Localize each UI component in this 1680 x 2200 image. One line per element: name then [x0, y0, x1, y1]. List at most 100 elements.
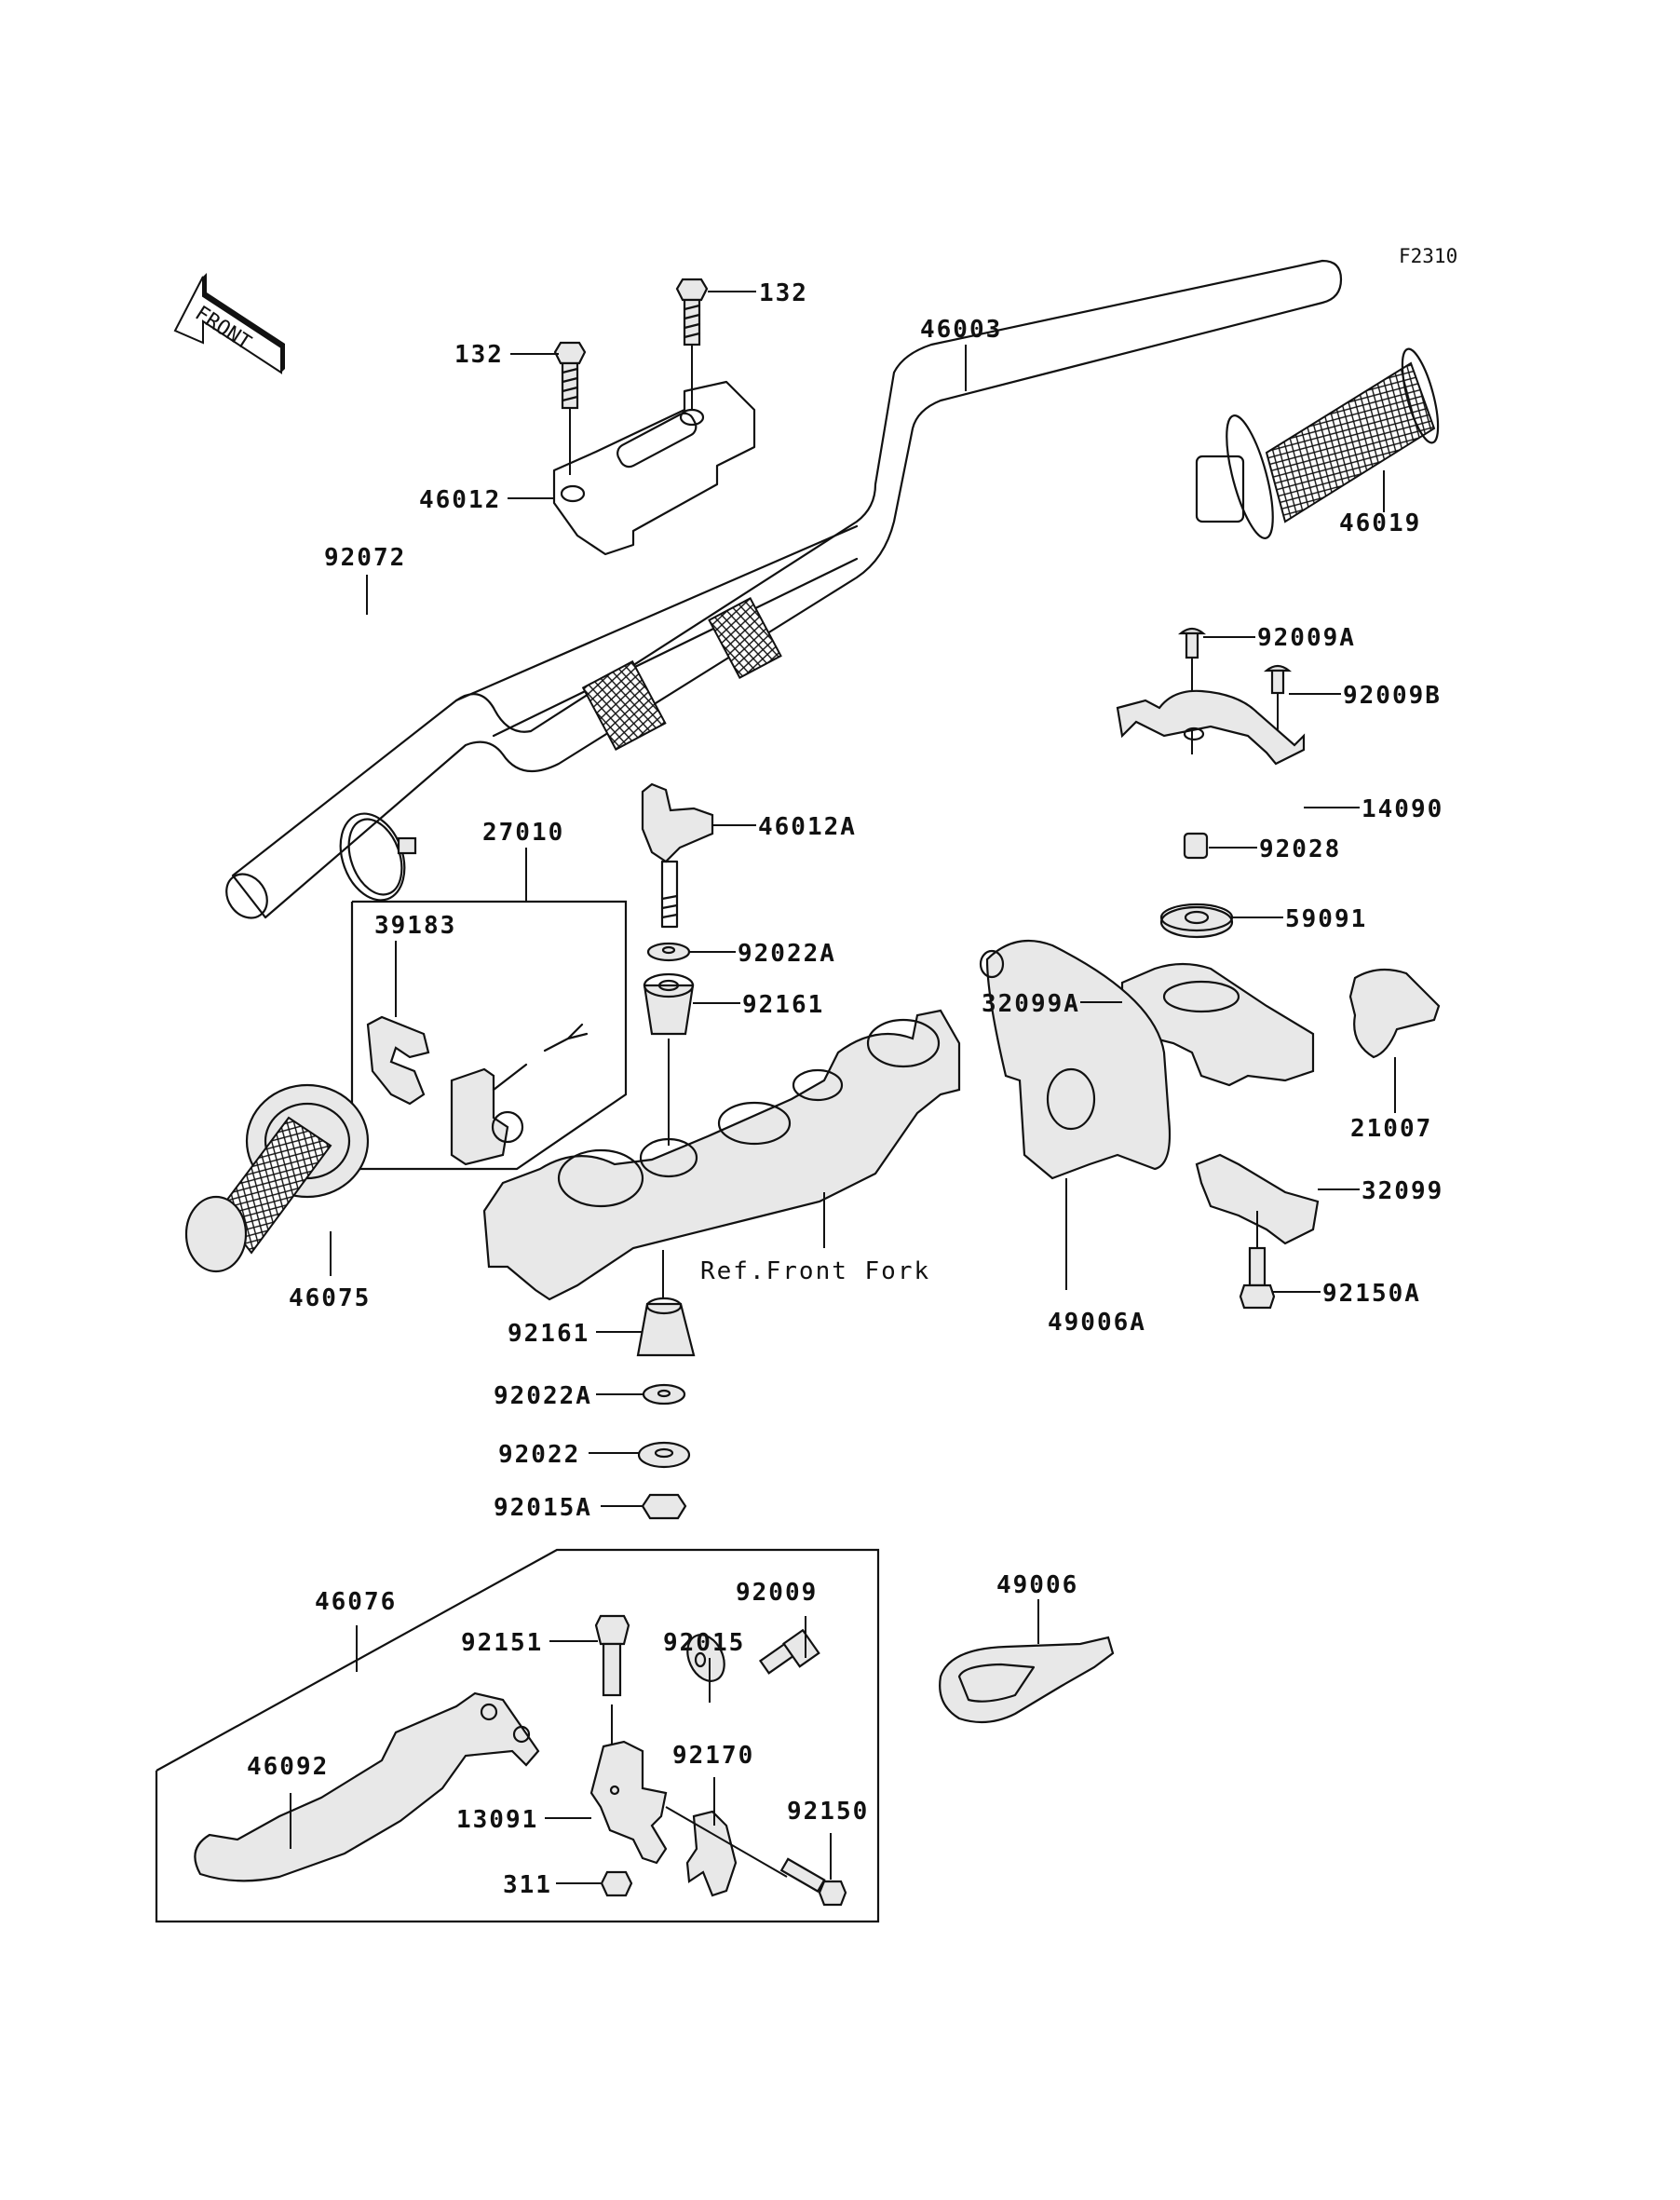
holder-21007[interactable]: [1348, 968, 1441, 1059]
nut-92015A[interactable]: [641, 1493, 687, 1520]
washer-92022[interactable]: [637, 1441, 691, 1469]
label-13091: 13091: [456, 1806, 591, 1834]
svg-text:49006A: 49006A: [1048, 1309, 1146, 1337]
svg-text:92170: 92170: [672, 1742, 754, 1770]
label-46012A: 46012A: [712, 813, 857, 841]
svg-text:92022A: 92022A: [494, 1382, 592, 1410]
svg-text:59091: 59091: [1285, 905, 1367, 933]
svg-text:46019: 46019: [1339, 509, 1421, 537]
handlebar-46003[interactable]: [218, 259, 1343, 926]
boot-49006A[interactable]: [979, 939, 1172, 1180]
svg-text:92151: 92151: [461, 1629, 543, 1657]
label-46075: 46075: [289, 1231, 371, 1312]
clutch-lever-46092[interactable]: [194, 1691, 540, 1882]
label-92015: 92015: [663, 1629, 745, 1703]
svg-text:92015A: 92015A: [494, 1494, 592, 1522]
label-92022: 92022: [498, 1441, 639, 1469]
housing-32099[interactable]: [1195, 1153, 1320, 1248]
svg-text:92015: 92015: [663, 1629, 745, 1657]
svg-text:132: 132: [759, 279, 808, 307]
bolt-132-left[interactable]: [553, 341, 587, 475]
front-arrow-icon: FRONT: [173, 273, 285, 374]
lever-holder-13091[interactable]: [589, 1740, 668, 1865]
label-92170: 92170: [672, 1742, 754, 1826]
bolt-92150A[interactable]: [1239, 1246, 1276, 1310]
left-grip-46075[interactable]: [184, 1083, 370, 1273]
label-132-left: 132: [454, 341, 559, 369]
pivot-bolt-92151[interactable]: [594, 1614, 630, 1779]
label-32099: 32099: [1318, 1177, 1443, 1205]
washer-92022A-bottom[interactable]: [642, 1383, 686, 1406]
svg-text:46003: 46003: [920, 316, 1002, 344]
cable-boot-49006[interactable]: [939, 1636, 1115, 1724]
label-46076: 46076: [315, 1588, 397, 1672]
upper-clamp-46012[interactable]: [552, 380, 756, 556]
throttle-cover-14090[interactable]: [1116, 689, 1306, 766]
svg-text:46076: 46076: [315, 1588, 397, 1616]
pulley-59091[interactable]: [1159, 903, 1234, 939]
lock-nut-92015[interactable]: [681, 1629, 732, 1687]
svg-text:32099A: 32099A: [982, 990, 1080, 1018]
label-92015A: 92015A: [494, 1494, 643, 1522]
svg-text:49006: 49006: [996, 1571, 1078, 1599]
bushing-92028[interactable]: [1183, 832, 1209, 860]
svg-text:46012A: 46012A: [758, 813, 857, 841]
label-92072: 92072: [324, 544, 406, 615]
svg-text:92022A: 92022A: [738, 940, 836, 968]
label-92009B: 92009B: [1289, 682, 1442, 710]
damper-92161-bottom[interactable]: [636, 1250, 696, 1357]
svg-text:21007: 21007: [1350, 1115, 1432, 1143]
label-92022A-top: 92022A: [689, 940, 836, 968]
label-132-right: 132: [708, 279, 808, 307]
switch-box-27010[interactable]: [350, 900, 628, 1171]
label-21007: 21007: [1350, 1057, 1432, 1143]
band-92072[interactable]: [330, 805, 417, 909]
label-46092: 46092: [247, 1753, 327, 1849]
damper-92161-top[interactable]: [643, 972, 695, 1146]
label-32099A: 32099A: [982, 990, 1122, 1018]
svg-text:92009B: 92009B: [1343, 682, 1442, 710]
svg-text:92022: 92022: [498, 1441, 580, 1469]
label-39183: 39183: [374, 912, 454, 1017]
bolt-92150[interactable]: [779, 1857, 847, 1907]
figure-code: F2310: [1399, 245, 1457, 267]
cable-adjuster-92009[interactable]: [758, 1628, 820, 1675]
bolt-132-right[interactable]: [675, 278, 709, 410]
svg-text:92009A: 92009A: [1257, 624, 1356, 652]
label-311: 311: [503, 1871, 601, 1899]
label-92150: 92150: [787, 1798, 869, 1880]
label-92161-top: 92161: [693, 991, 822, 1019]
label-92161-bottom: 92161: [508, 1320, 643, 1348]
label-92009A: 92009A: [1203, 624, 1356, 652]
svg-text:92150A: 92150A: [1322, 1280, 1421, 1308]
label-46019: 46019: [1339, 470, 1421, 537]
throttle-grip-46019[interactable]: [1195, 346, 1445, 542]
label-59091: 59091: [1232, 905, 1367, 933]
svg-text:14090: 14090: [1362, 795, 1443, 823]
svg-text:92009: 92009: [736, 1579, 818, 1607]
svg-text:46075: 46075: [289, 1284, 371, 1312]
label-46012: 46012: [419, 486, 554, 514]
svg-text:92150: 92150: [787, 1798, 869, 1826]
svg-text:311: 311: [503, 1871, 552, 1899]
triple-clamp: [482, 1009, 961, 1301]
label-49006: 49006: [996, 1571, 1078, 1644]
svg-text:46012: 46012: [419, 486, 501, 514]
nut-311[interactable]: [600, 1870, 633, 1897]
housing-32099A[interactable]: [1120, 962, 1315, 1087]
svg-text:27010: 27010: [482, 819, 564, 847]
label-27010: 27010: [482, 819, 564, 902]
label-46003: 46003: [920, 316, 1002, 391]
lever-clamp-92170[interactable]: [665, 1806, 788, 1897]
screw-92009B[interactable]: [1263, 664, 1293, 745]
washer-92022A-top[interactable]: [646, 942, 691, 962]
svg-text:132: 132: [454, 341, 504, 369]
svg-text:32099: 32099: [1362, 1177, 1443, 1205]
reference-note: Ref.Front Fork: [700, 1257, 930, 1285]
clutch-lever-box-46076[interactable]: [155, 1548, 880, 1923]
label-49006A: 49006A: [1048, 1178, 1146, 1337]
svg-text:92072: 92072: [324, 544, 406, 572]
svg-text:13091: 13091: [456, 1806, 538, 1834]
lower-holder-46012A[interactable]: [641, 782, 714, 929]
label-92150A: 92150A: [1272, 1280, 1421, 1308]
